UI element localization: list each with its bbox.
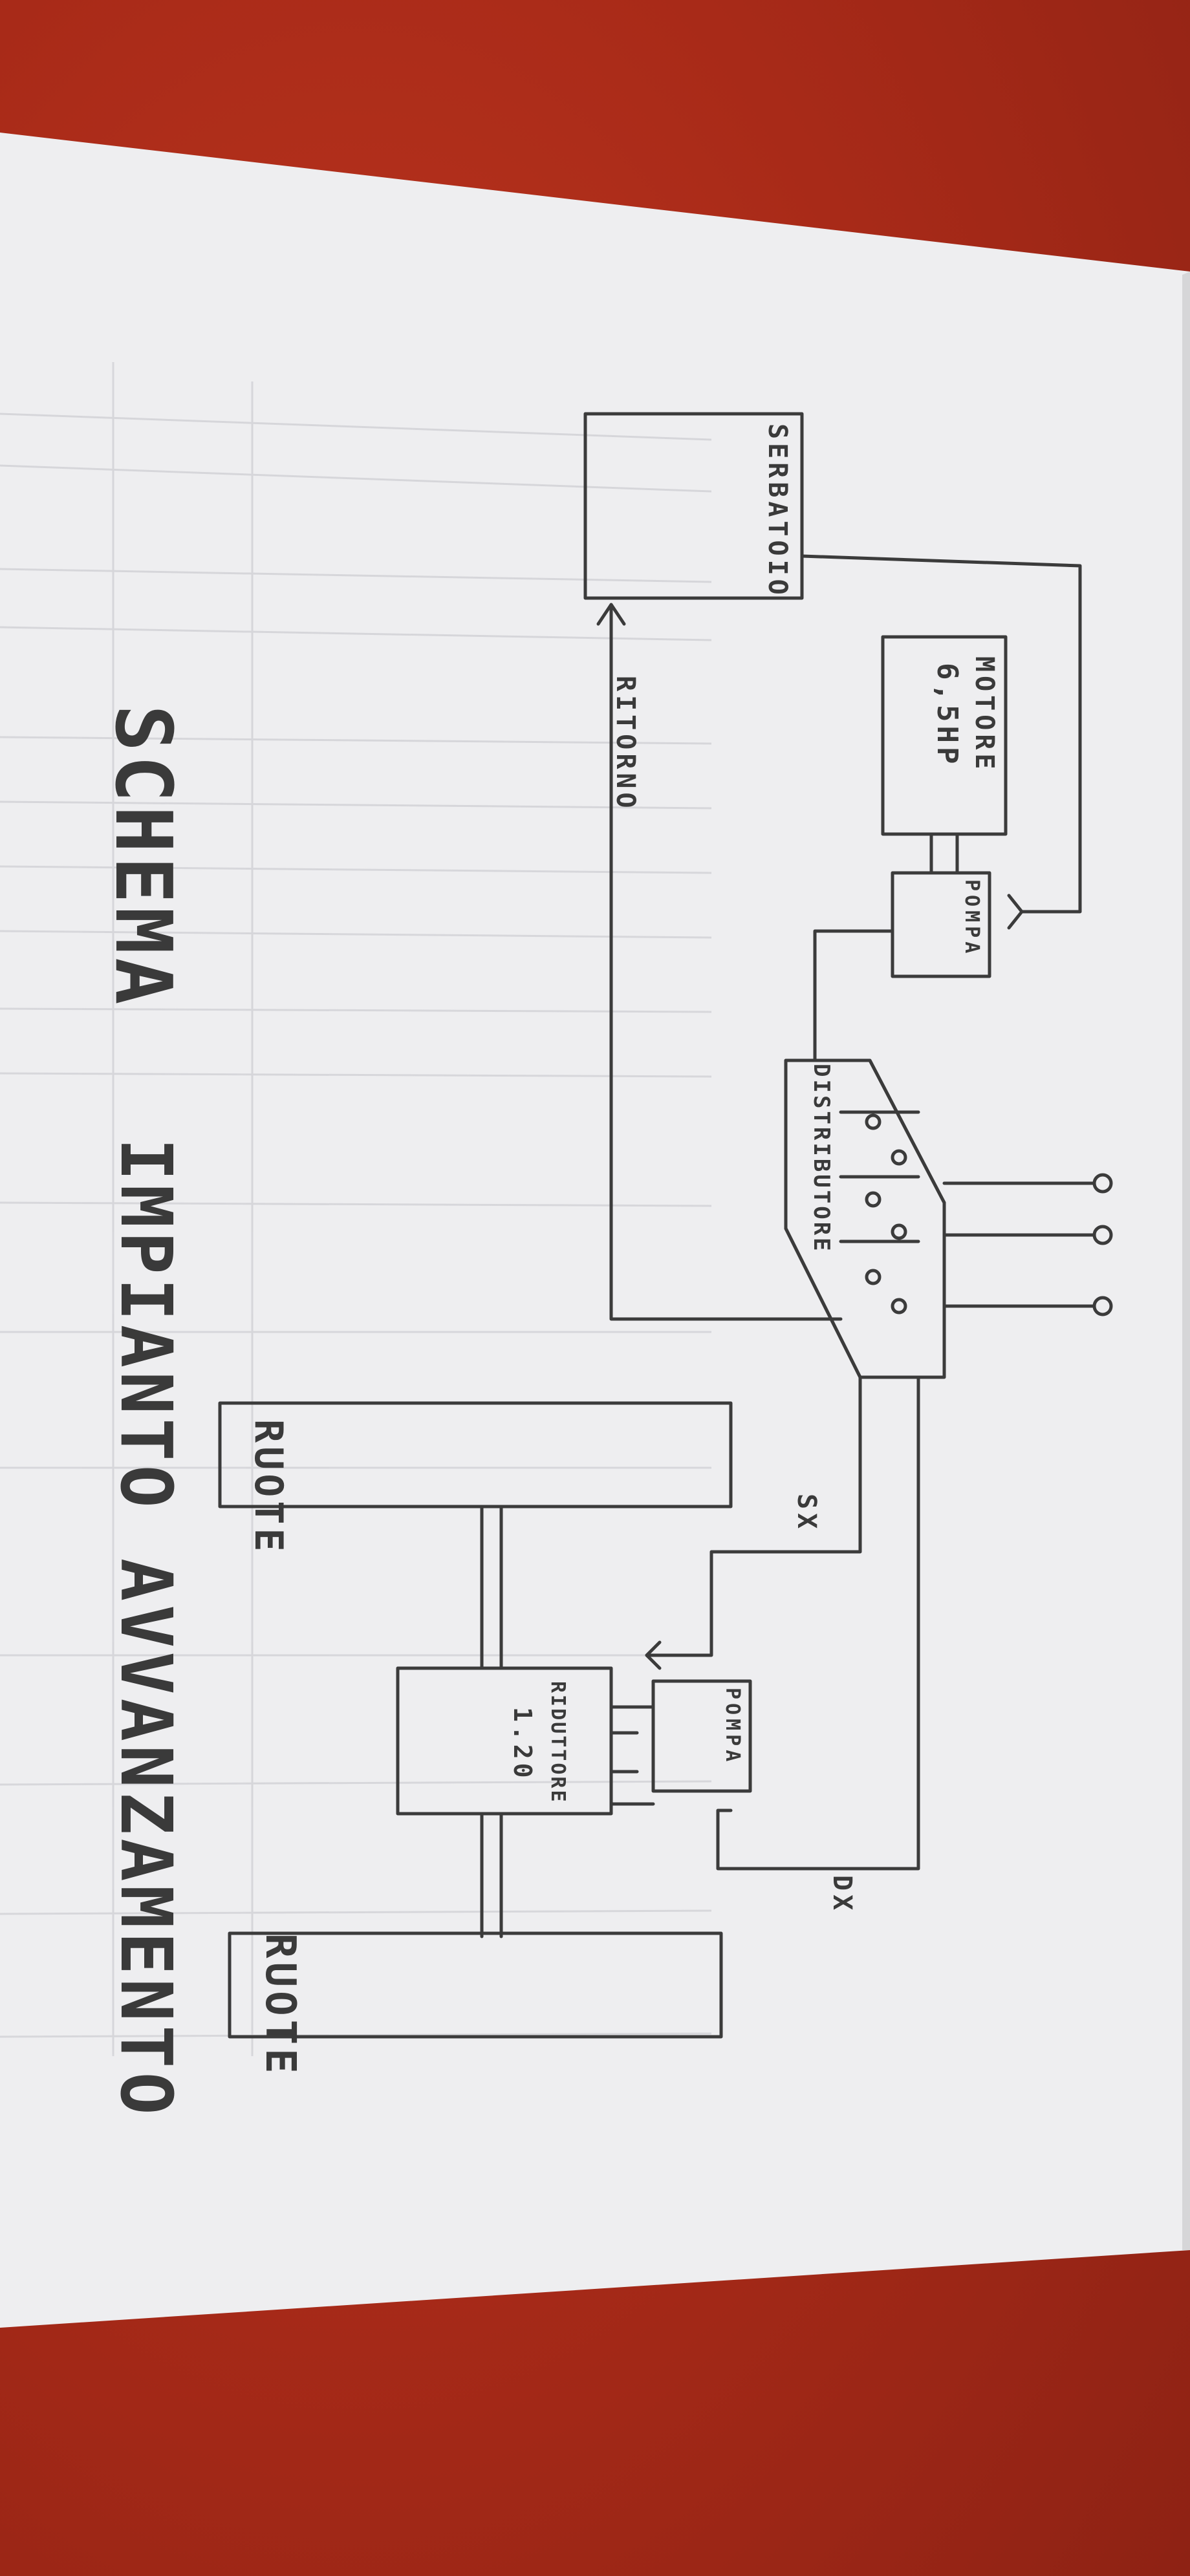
return-arrow [596, 603, 626, 626]
reducer-box [396, 1666, 613, 1816]
valve-knob-3 [865, 1191, 882, 1208]
engine-label-line2: 6,5HP [931, 663, 964, 768]
paper-sheet [0, 133, 1190, 2328]
return-label: RITORNO [611, 676, 640, 812]
distributor-label: DISTRIBUTORE [808, 1064, 834, 1254]
pump-bottom-label: POMPA [721, 1688, 744, 1766]
paper-shadow [1182, 272, 1190, 2250]
tank-box [583, 412, 804, 600]
diagram-title-line1: SCHEMA [98, 705, 188, 1009]
return-pipe [609, 606, 843, 1321]
diagram-title-line2: IMPIANTO AVVANZAMENTO [105, 1138, 188, 2119]
diagram-lines [218, 412, 1113, 2039]
lever-1-knob [1092, 1173, 1113, 1194]
wheels-top-label: RUOTE [246, 1419, 291, 1556]
engine-label-line1: MOTORE [969, 656, 999, 773]
pump-top-box [891, 871, 991, 978]
dx-pipe [716, 1375, 920, 1871]
pump-bottom-box [651, 1679, 752, 1793]
sx-arrow [645, 1640, 662, 1670]
valve-knob-2 [891, 1149, 907, 1166]
reducer-label-line1: RIDUTTORE [546, 1681, 569, 1804]
bleed-through-table [0, 362, 712, 2056]
sx-label: SX [792, 1494, 821, 1533]
pump-top-label: POMPA [960, 879, 983, 958]
pump-to-distributor-pipe [813, 929, 894, 1062]
distributor-edge [784, 1227, 862, 1379]
lever-3-knob [1092, 1296, 1113, 1316]
sx-pipe [645, 1375, 862, 1657]
valve-knob-4 [891, 1223, 907, 1240]
distributor-face [868, 1058, 946, 1205]
dx-label: DX [827, 1875, 857, 1915]
wheels-top-box [218, 1401, 733, 1508]
wheels-bottom-label: RUOTE [256, 1933, 304, 2077]
wheels-bottom-box [228, 1931, 723, 2039]
reducer-label-line2: 1.20 [508, 1707, 537, 1782]
tank-to-pump-pipe [800, 554, 1082, 914]
arrow-into-pump [1007, 894, 1024, 930]
valve-knob-5 [865, 1269, 882, 1285]
engine-box [881, 635, 1008, 836]
tank-label: SERBATOIO [763, 424, 792, 599]
valve-knob-1 [865, 1113, 882, 1130]
valve-knob-6 [891, 1298, 907, 1315]
lever-2-knob [1092, 1225, 1113, 1245]
